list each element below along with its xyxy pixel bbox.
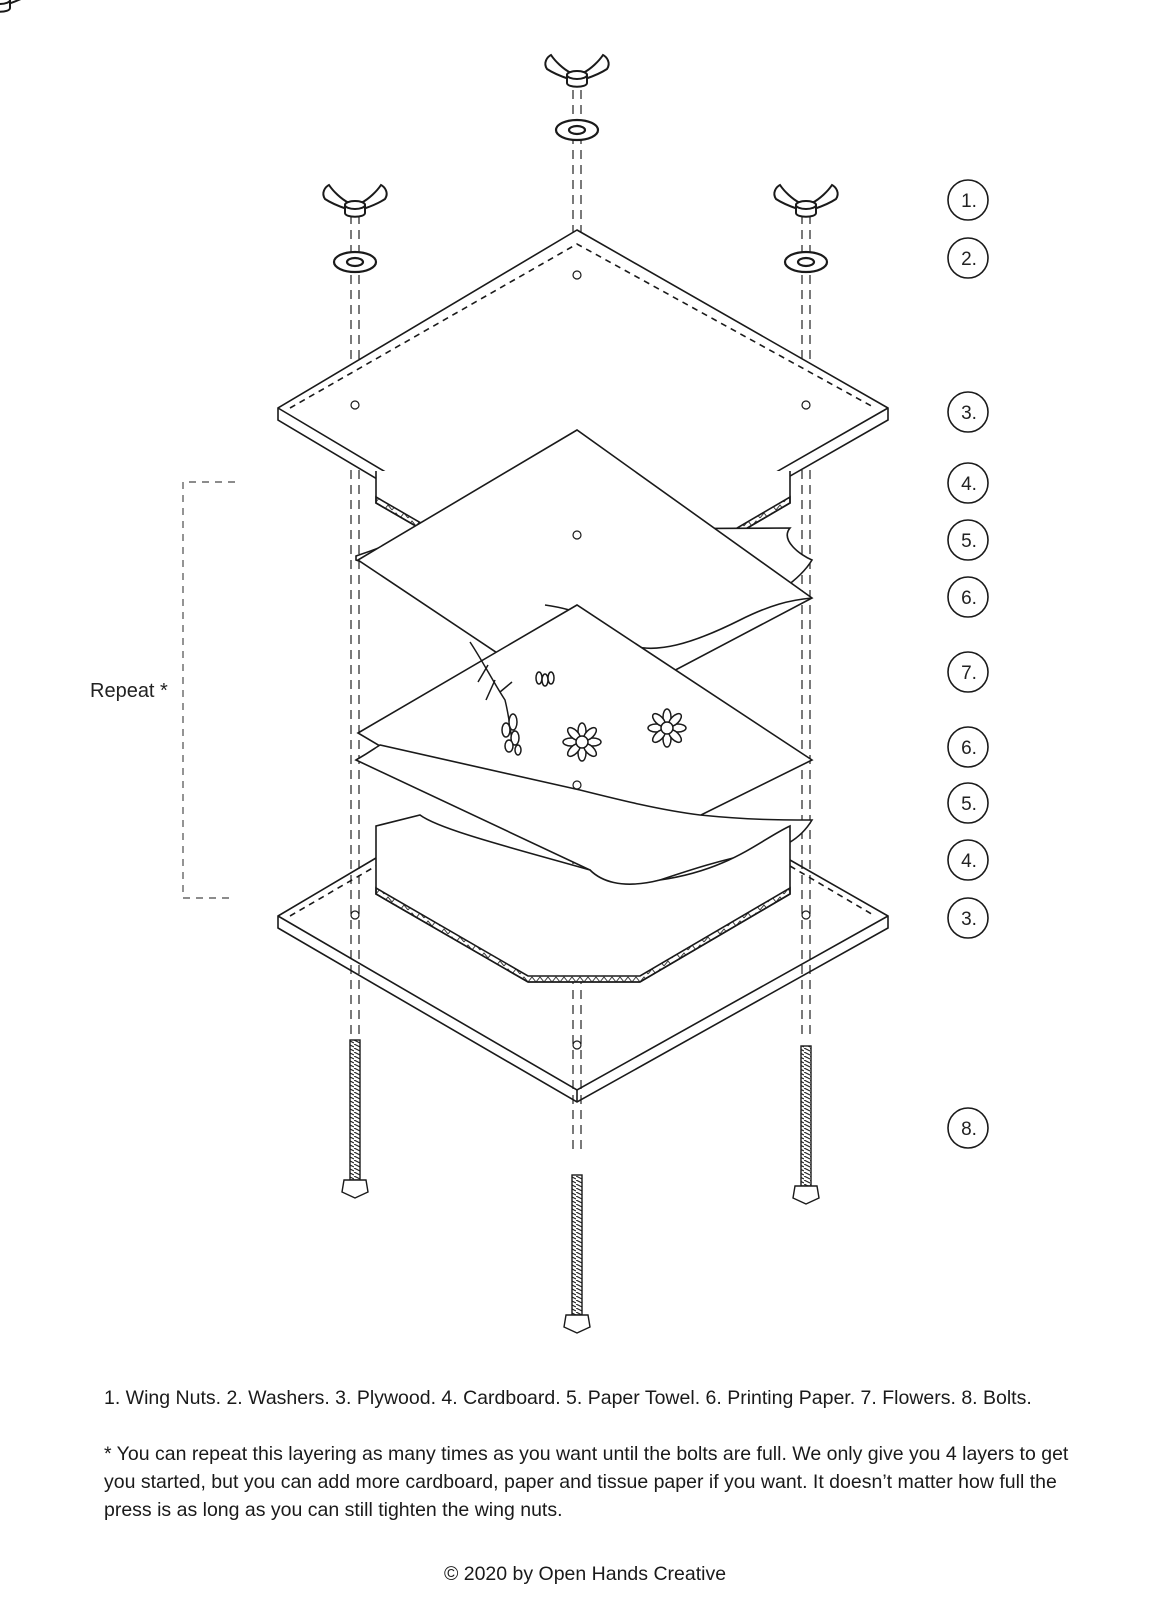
- callout-circle: [947, 782, 989, 824]
- partial-daisy-icon: [535, 671, 555, 687]
- callout-circle: [947, 897, 989, 939]
- copyright: © 2020 by Open Hands Creative: [443, 1563, 727, 1585]
- callout-circle: [947, 839, 989, 881]
- callout-3: 3.: [947, 391, 989, 433]
- bolt-icon: [792, 1045, 820, 1205]
- callout-label: 2.: [961, 249, 977, 270]
- callout-label: 7.: [961, 663, 977, 684]
- callout-4: 4.: [947, 462, 989, 504]
- wing-nut-icon: [773, 184, 839, 218]
- callout-label: 4.: [961, 851, 977, 872]
- callout-5: 5.: [947, 782, 989, 824]
- callout-list: 1. 2. 3. 4. 5. 6. 7. 6. 5. 4. 3. 8.: [947, 179, 989, 1149]
- callout-label: 4.: [961, 474, 977, 495]
- bottom-plywood-board: [277, 857, 889, 1103]
- flower-press-exploded-diagram: Repeat * 1. 2. 3. 4. 5. 6. 7. 6. 5. 4. 3. 8.: [0, 0, 989, 1334]
- callout-label: 5.: [961, 531, 977, 552]
- callout-label: 6.: [961, 588, 977, 609]
- flowers: [469, 641, 687, 762]
- repeat-note: * You can repeat this layering as many t…: [104, 1443, 1069, 1521]
- callout-3: 3.: [947, 897, 989, 939]
- callout-label: 8.: [961, 1119, 977, 1140]
- wing-nut-icon: [322, 184, 388, 218]
- callout-circle: [947, 179, 989, 221]
- callout-6: 6.: [947, 726, 989, 768]
- washer-icon: [332, 250, 378, 274]
- callout-circle: [947, 1107, 989, 1149]
- daisy-icon: [647, 708, 687, 748]
- repeat-bracket: [182, 481, 235, 899]
- callout-circle: [947, 651, 989, 693]
- bolt-icon: [341, 1039, 369, 1199]
- daisy-icon: [562, 722, 602, 762]
- parts-legend: 1. Wing Nuts. 2. Washers. 3. Plywood. 4.…: [104, 1387, 1032, 1409]
- wing-nut-icon: [544, 54, 610, 88]
- callout-2: 2.: [947, 237, 989, 279]
- repeat-label: Repeat *: [90, 680, 168, 702]
- callout-label: 1.: [961, 191, 977, 212]
- bolts: [341, 1039, 820, 1334]
- washer-icon: [783, 250, 829, 274]
- callout-5: 5.: [947, 519, 989, 561]
- lower-cardboard: [375, 814, 791, 983]
- callout-6: 6.: [947, 576, 989, 618]
- callout-circle: [947, 237, 989, 279]
- callout-label: 5.: [961, 794, 977, 815]
- wing-nut-icon: [0, 0, 21, 13]
- callout-label: 3.: [961, 403, 977, 424]
- callout-circle: [947, 462, 989, 504]
- callout-1: 1.: [947, 179, 989, 221]
- callout-4: 4.: [947, 839, 989, 881]
- callout-circle: [947, 576, 989, 618]
- callout-label: 3.: [961, 909, 977, 930]
- lavender-sprig-icon: [469, 641, 522, 756]
- bolt-icon: [563, 1174, 591, 1334]
- callout-circle: [947, 391, 989, 433]
- callout-7: 7.: [947, 651, 989, 693]
- callout-circle: [947, 726, 989, 768]
- callout-circle: [947, 519, 989, 561]
- callout-8: 8.: [947, 1107, 989, 1149]
- washer-icon: [554, 118, 600, 142]
- callout-label: 6.: [961, 738, 977, 759]
